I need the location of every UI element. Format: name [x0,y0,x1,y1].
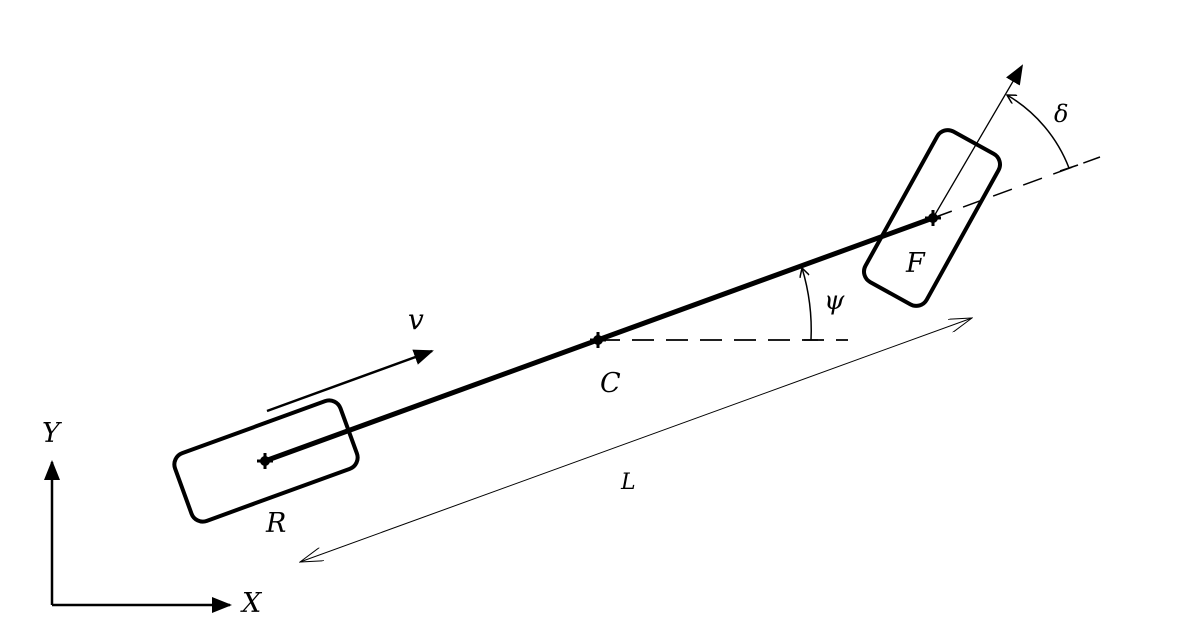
label-center: C [600,368,621,399]
velocity-arrow [266,349,434,413]
label-heading-angle: ψ [824,286,845,316]
rear-point-marker [257,453,273,469]
label-steering-angle: δ [1054,100,1068,128]
label-rear: R [265,508,286,539]
steering-angle-arc [1007,95,1070,169]
steering-angle-arc-tick [1059,164,1079,172]
label-y-axis: Y [42,418,62,449]
center-point-marker [590,332,606,348]
label-length: L [620,470,636,495]
heading-angle-arc [802,268,812,341]
length-dimension-arrow [300,318,972,562]
label-front: F [905,248,926,279]
front-point-marker [925,210,941,226]
front-wheel [862,128,1002,308]
label-x-axis: X [240,588,263,619]
label-velocity: v [408,303,424,336]
steering-direction-arrow [932,64,1024,219]
